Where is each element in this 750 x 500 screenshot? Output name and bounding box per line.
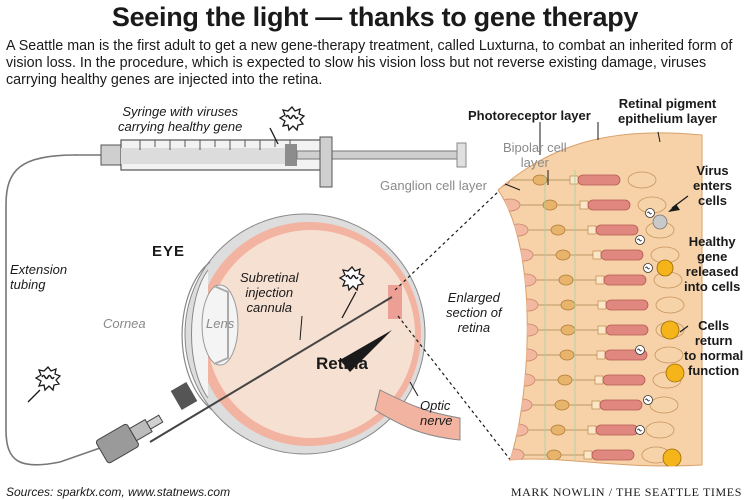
lens-label: Lens [206, 316, 235, 331]
ganglion-label: Ganglion cell layer [380, 178, 487, 193]
virus-burst-icon [35, 366, 61, 391]
photoreceptor-label: Photoreceptor layer [468, 108, 591, 123]
sources: Sources: sparktx.com, www.statnews.com [6, 485, 231, 499]
cell-rows [510, 0, 676, 8]
extension-tubing [5, 154, 101, 466]
cornea-label: Cornea [103, 316, 146, 331]
credit: MARK NOWLIN / THE SEATTLE TIMES [510, 485, 742, 499]
needle-hub [95, 414, 164, 464]
retina-cross-section [497, 0, 703, 467]
virus-burst-icon [279, 106, 305, 131]
syringe [75, 106, 467, 188]
intro-text: A Seattle man is the first adult to get … [6, 38, 733, 88]
eye [181, 213, 461, 455]
retina-label: Retina [316, 354, 368, 373]
eye-label: EYE [152, 243, 186, 260]
page-title: Seeing the light — thanks to gene therap… [111, 2, 639, 32]
